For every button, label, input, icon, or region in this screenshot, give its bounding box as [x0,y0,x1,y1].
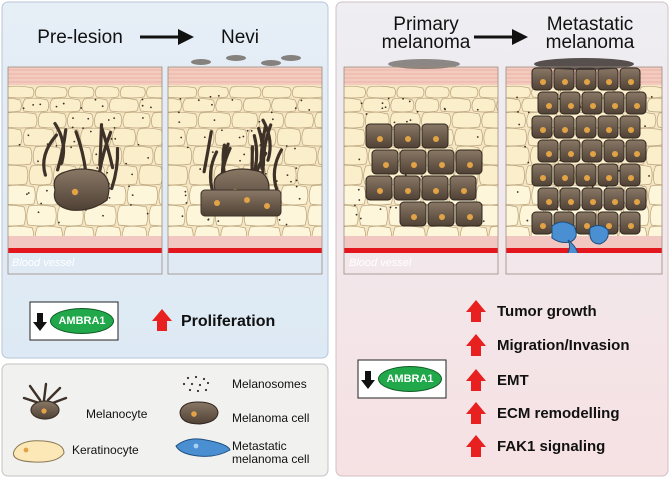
up-arrow-icon [466,334,486,356]
up-arrow-icon [466,300,486,322]
legend-metastatic-cell: Metastatic melanoma cell [232,439,310,466]
legend-panel-bg [1,363,329,477]
gene-ambra1-left: AMBRA1 [50,308,114,334]
effect-emt: EMT [497,372,529,389]
up-arrow-icon [466,435,486,457]
stage-title-nevi: Nevi [220,27,259,48]
legend-melanoma-cell: Melanoma cell [232,411,310,425]
stage-title-metastatic: Metastatic melanoma [545,14,635,53]
effect-tumor-growth: Tumor growth [497,303,597,320]
down-arrow-icon [361,371,375,389]
gene-ambra1-right: AMBRA1 [378,366,442,392]
skin-section-pre [8,67,162,253]
progression-arrow-right [474,29,528,45]
blood-vessel-label: Blood vessel [349,257,412,269]
effect-proliferation: Proliferation [181,313,276,330]
legend-melanosomes: Melanosomes [232,377,307,391]
up-arrow-icon [466,402,486,424]
legend-melanocyte: Melanocyte [86,407,148,421]
skin-section-primary [344,67,498,253]
stage-title-primary: Primary melanoma [381,14,471,53]
skin-section-meta [506,67,662,253]
legend-keratinocyte: Keratinocyte [72,443,139,457]
effect-migration-invasion: Migration/Invasion [497,337,630,354]
effect-fak1-signaling: FAK1 signaling [497,438,606,455]
metastatic-cell-icon [175,438,231,457]
up-arrow-icon [152,309,172,331]
skin-section-nevi [168,67,322,253]
stage-title-pre-lesion: Pre-lesion [37,27,123,48]
keratinocyte-icon [12,440,65,463]
melanosomes-icon [182,375,210,393]
blood-vessel-label: Blood vessel [12,257,75,269]
up-arrow-icon [466,369,486,391]
melanoma-cell-icon [179,401,219,425]
effect-ecm-remodelling: ECM remodelling [497,405,620,422]
progression-arrow-left [140,29,194,45]
down-arrow-icon [33,313,47,331]
